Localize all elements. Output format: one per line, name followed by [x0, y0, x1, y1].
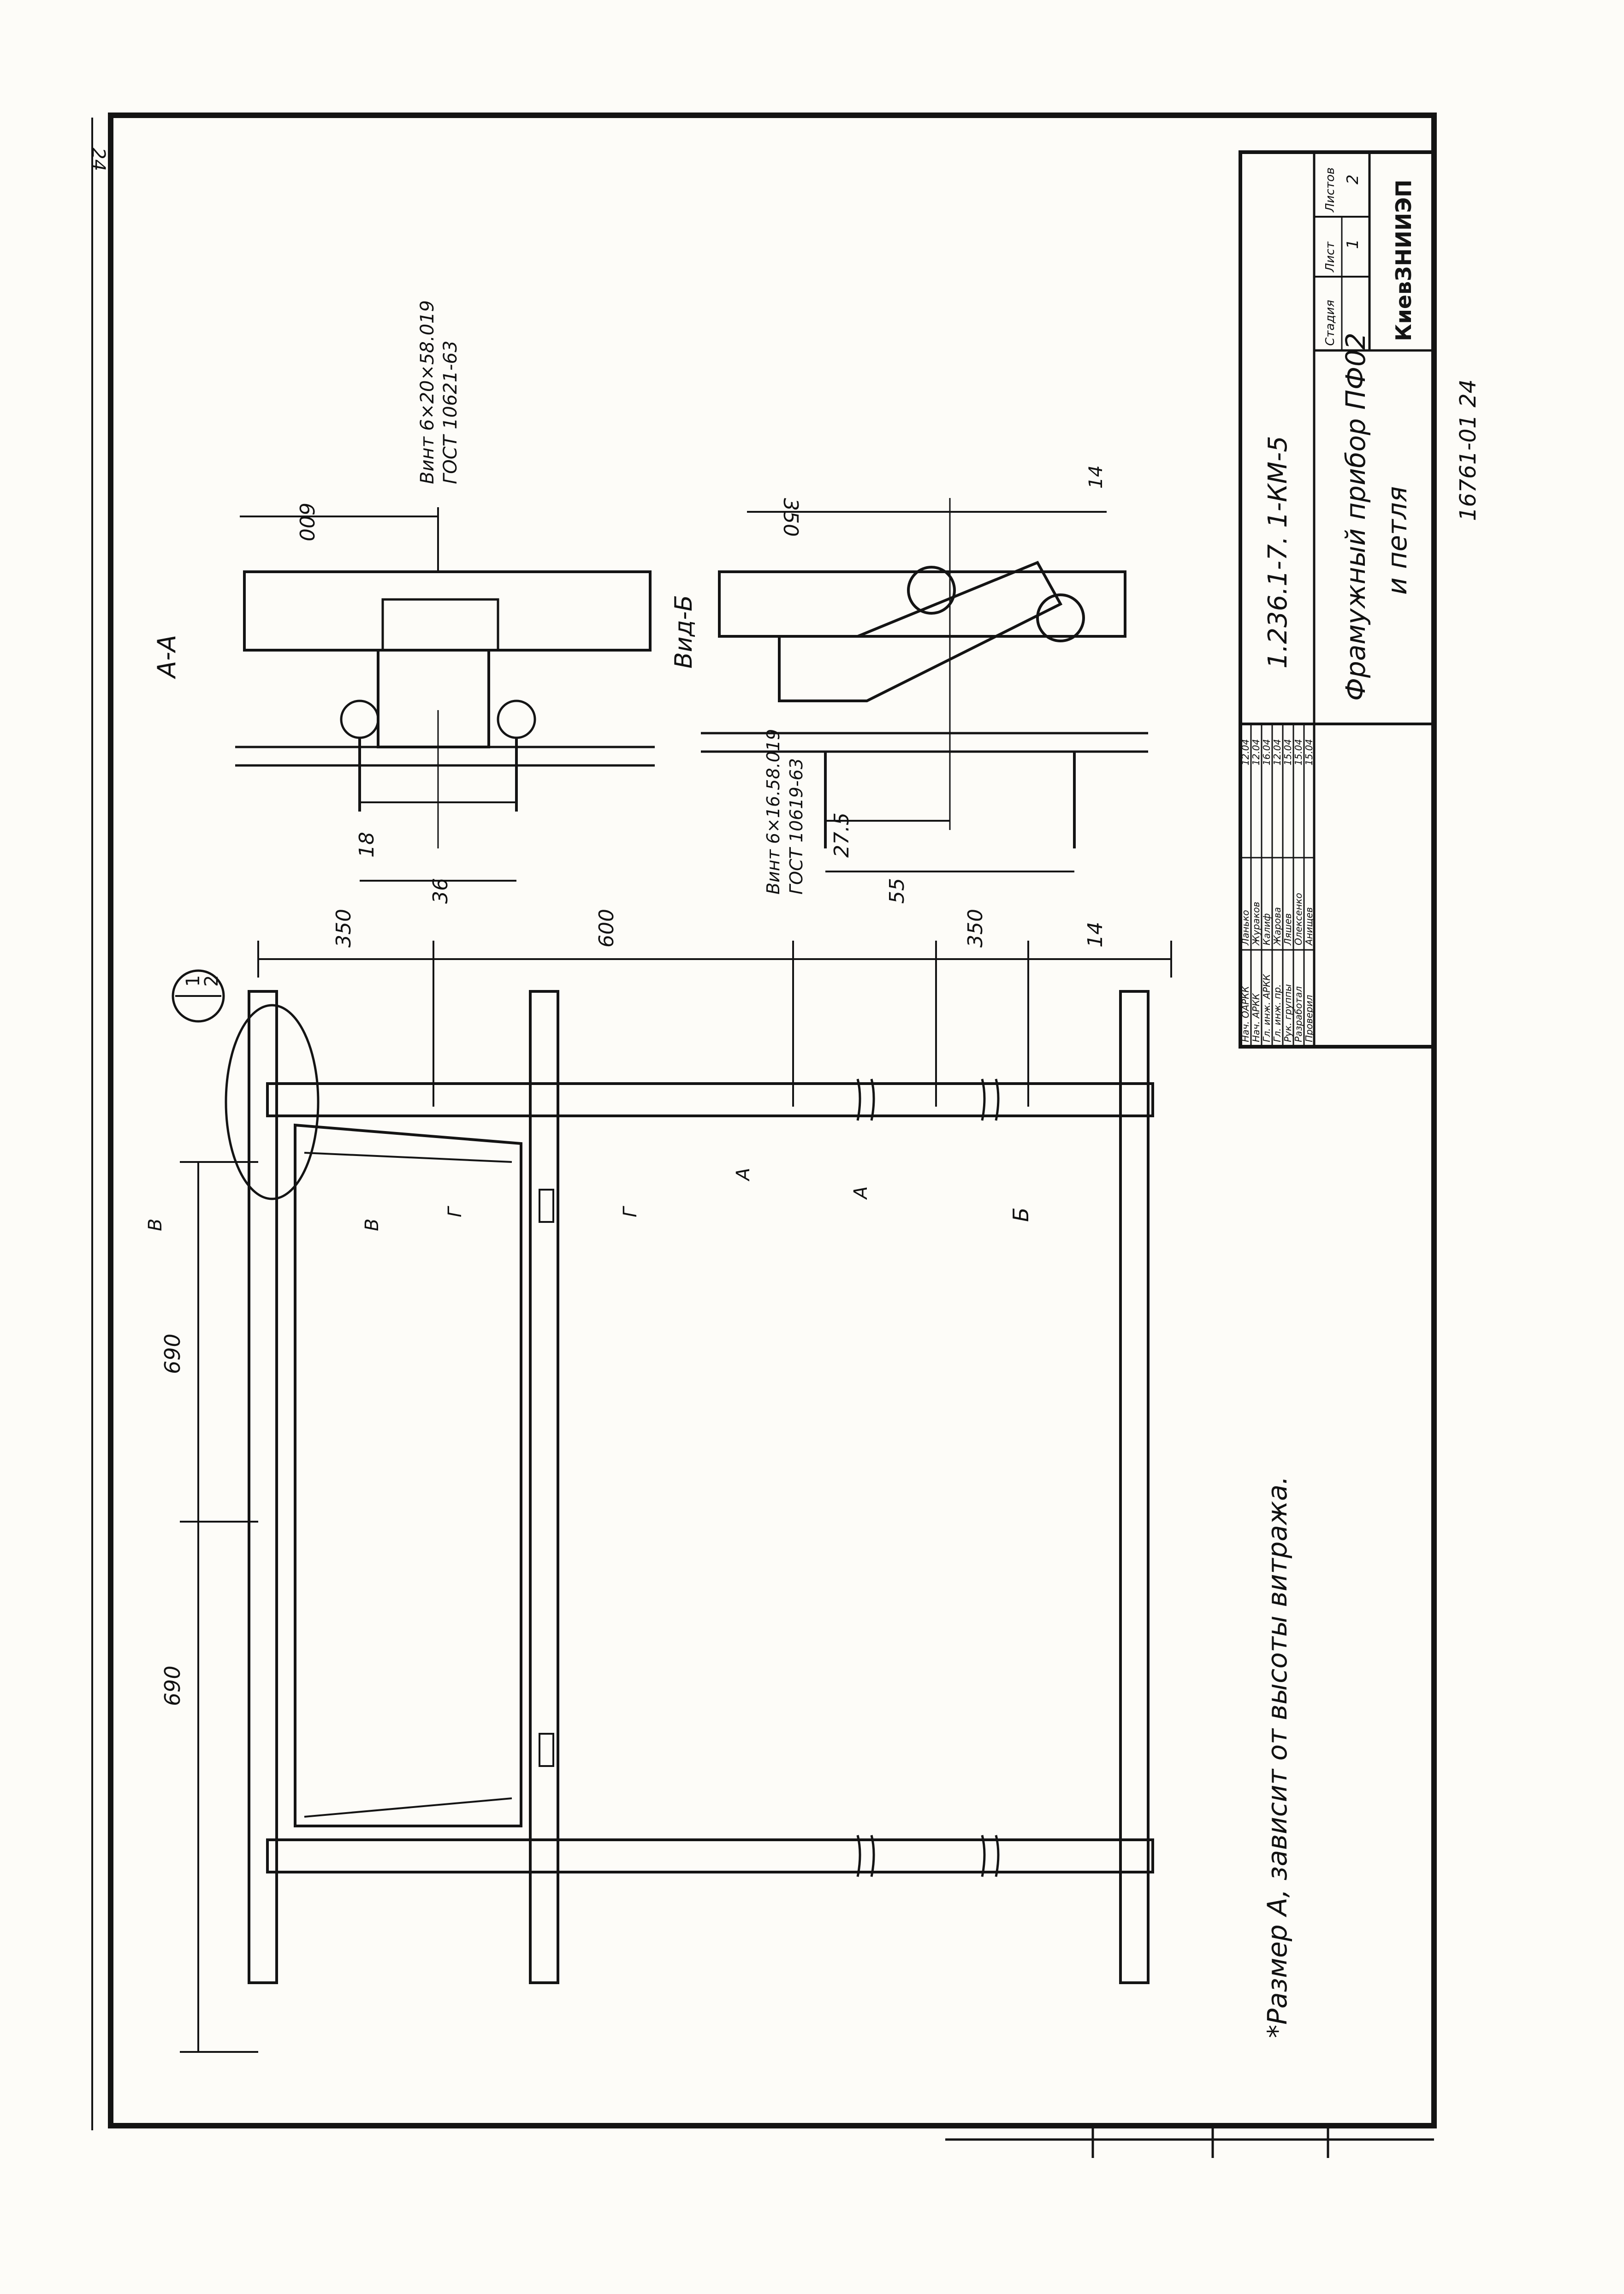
- transom-bottom: [266, 1838, 1154, 1873]
- archive-number: 16761-01 24: [1455, 379, 1481, 521]
- stage-header: Стадия: [1323, 300, 1337, 346]
- section-aa-title: А-А: [152, 635, 181, 679]
- mullion-middle: [529, 990, 559, 1984]
- view-bb: [701, 498, 1148, 872]
- bb-dim-27-5: 27.5: [830, 812, 853, 858]
- sig-name-3: Жарова: [1272, 907, 1283, 946]
- organization: КиевЗНИИЭП: [1391, 179, 1416, 341]
- sig-role-2: Гл. инж. АРКК: [1261, 974, 1272, 1042]
- sig-role-1: Нач. АРКК: [1251, 993, 1262, 1042]
- aa-dim-600: 600: [295, 503, 318, 541]
- cut-g-2: Г: [620, 1206, 641, 1217]
- aa-dim-18: 18: [355, 832, 379, 858]
- cut-a-2: А: [850, 1186, 871, 1200]
- screw-top-label: Винт 6×20×58.019: [417, 300, 438, 484]
- dim-top-600: 600: [595, 909, 618, 948]
- bb-dim-14: 14: [1085, 465, 1107, 489]
- dim-top-350-right: 350: [964, 909, 987, 948]
- sig-name-0: Ланько: [1240, 910, 1251, 946]
- mullion-left: [248, 990, 278, 1984]
- sig-name-5: Олексенко: [1293, 893, 1304, 945]
- title-block: [1239, 150, 1436, 1049]
- handle-upper: [539, 1189, 554, 1223]
- sig-date-5: 15.04: [1293, 739, 1304, 765]
- bb-pivot-1: [907, 566, 956, 615]
- main-frame: 1 2: [172, 969, 1154, 1984]
- bb-profile: [718, 570, 1126, 638]
- screw-bottom-label: Винт 6×16.58.019: [763, 729, 783, 895]
- sig-role-0: Нач. ОАРКК: [1240, 985, 1251, 1042]
- dim-top-14: 14: [1084, 922, 1107, 948]
- sig-role-6: Проверил: [1304, 995, 1315, 1042]
- callout-marker: [172, 969, 225, 1023]
- cut-v-1: В: [145, 1219, 166, 1231]
- sig-name-4: Ляшев: [1282, 913, 1293, 946]
- dim-left-690-a: 690: [160, 1334, 185, 1374]
- mullion-right: [1119, 990, 1150, 1984]
- handle-lower: [539, 1733, 554, 1767]
- bb-pivot-2: [1036, 593, 1085, 642]
- title-line-2: и петля: [1381, 486, 1413, 595]
- footnote: *Размер А, зависит от высоты витража.: [1262, 1476, 1293, 2038]
- aa-profile: [243, 570, 652, 652]
- designation: 1.236.1-7. 1-КМ-5: [1263, 436, 1293, 669]
- sig-date-2: 16.04: [1261, 739, 1272, 765]
- bb-dim-55: 55: [885, 878, 909, 904]
- callout-num: 1: [183, 975, 204, 987]
- sig-name-2: Калиф: [1261, 913, 1272, 945]
- title-line-1: Фрамужный прибор ПФ02: [1340, 332, 1371, 701]
- cut-g-1: Г: [445, 1206, 466, 1217]
- aa-device-body: [377, 649, 490, 748]
- left-dimension-chain: [180, 1161, 258, 2053]
- sig-date-0: 12.04: [1240, 739, 1251, 765]
- sheets-total: 2: [1344, 174, 1362, 184]
- sheets-header: Листов: [1323, 167, 1337, 213]
- sheet-number: 1: [1344, 239, 1362, 249]
- transom-top: [266, 1082, 1154, 1117]
- sig-role-5: Разработал: [1293, 986, 1304, 1042]
- sig-name-6: Анищев: [1304, 907, 1315, 946]
- bottom-ticks: [945, 2126, 1434, 2158]
- bb-hinge-arm: [778, 561, 1063, 702]
- aa-dim-36: 36: [429, 878, 452, 904]
- top-dimension-chain: [257, 941, 1172, 1107]
- sig-name-1: Жураков: [1251, 902, 1262, 946]
- dim-top-350-left: 350: [332, 909, 356, 948]
- section-aa: [235, 507, 655, 882]
- cut-a-1: А: [733, 1168, 754, 1182]
- detail-callout: [225, 1004, 320, 1200]
- sig-date-3: 12.04: [1272, 739, 1283, 765]
- sig-role-3: Гл. инж. пр.: [1272, 984, 1283, 1042]
- bb-dim-350: 350: [779, 498, 802, 537]
- sig-date-6: 15.04: [1304, 739, 1315, 765]
- sig-date-1: 12.04: [1251, 739, 1262, 765]
- view-bb-title: Вид-Б: [670, 595, 698, 669]
- callout-den: 2: [201, 975, 222, 987]
- sheet-header: Лист: [1323, 241, 1337, 273]
- dim-left-690-b: 690: [160, 1666, 185, 1706]
- page-number: 24: [88, 148, 109, 171]
- screw-bottom-gost: ГОСТ 10619-63: [786, 758, 806, 895]
- sig-date-4: 15.04: [1282, 739, 1293, 765]
- screw-top-gost: ГОСТ 10621-63: [440, 341, 461, 484]
- cut-b: Б: [1008, 1207, 1033, 1222]
- frame-border: [108, 113, 1437, 2128]
- cut-v-2: В: [362, 1219, 383, 1231]
- sig-role-4: Рук. группы: [1282, 984, 1293, 1042]
- sash: [294, 1123, 522, 1827]
